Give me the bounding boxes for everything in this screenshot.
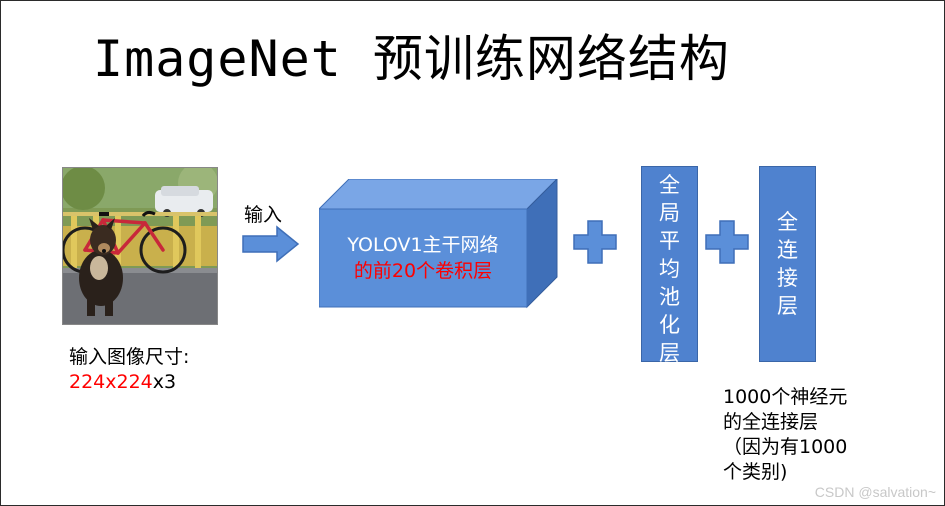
input-size-caption: 输入图像尺寸: (69, 346, 190, 368)
arrow-label: 输入 (244, 204, 283, 226)
fc-note-line: （因为有1000 (723, 436, 848, 458)
cube-shape (317, 177, 559, 309)
input-size-label: 输入图像尺寸: 224x224x3 (69, 345, 189, 395)
backbone-label: YOLOV1主干网络 的前20个卷积层 (319, 232, 527, 284)
gap-char: 均 (659, 257, 680, 281)
watermark: CSDN @salvation~ (814, 484, 936, 500)
right-arrow-icon (242, 225, 300, 263)
fc-char: 接 (777, 266, 798, 290)
fc-char: 连 (777, 238, 798, 262)
fc-char: 全 (777, 210, 798, 234)
input-size-value: 224x224x3 (69, 370, 189, 395)
global-avg-pool-box: 全 局 平 均 池 化 层 (641, 166, 698, 365)
fc-note-line: 的全连接层 (723, 411, 819, 433)
gap-char: 局 (659, 201, 680, 225)
fc-note-line: 1000个神经元 (723, 386, 848, 408)
backbone-line1: YOLOV1主干网络 (347, 234, 499, 256)
fc-note-line: 个类别) (723, 461, 788, 483)
gap-char: 化 (659, 313, 680, 337)
input-size-channels: x3 (152, 371, 177, 393)
plus-icon-1 (573, 220, 617, 264)
backbone-cube (317, 177, 559, 309)
fully-connected-box: 全 连 接 层 (759, 166, 816, 362)
fc-note: 1000个神经元 的全连接层 （因为有1000 个类别) (723, 385, 847, 485)
gap-char: 池 (659, 285, 680, 309)
dog-bicycle-photo (63, 168, 217, 324)
backbone-line2: 的前20个卷积层 (353, 260, 493, 282)
gap-char: 层 (659, 341, 680, 365)
slide-title: ImageNet 预训练网络结构 (93, 30, 730, 88)
gap-char: 全 (659, 173, 680, 197)
input-size-red: 224x224 (69, 371, 153, 393)
fc-char: 层 (777, 294, 798, 318)
input-image (62, 167, 218, 325)
plus-icon-2 (705, 220, 749, 264)
gap-char: 平 (659, 229, 680, 253)
